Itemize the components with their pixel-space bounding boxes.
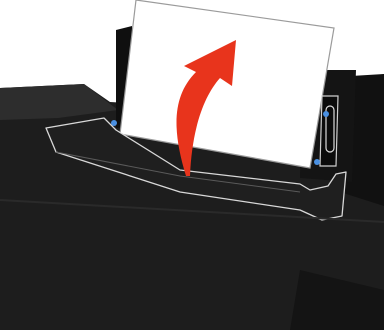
paper-guide-top-marker-icon <box>323 111 329 117</box>
paper-guide-bottom-marker-icon <box>314 159 320 165</box>
